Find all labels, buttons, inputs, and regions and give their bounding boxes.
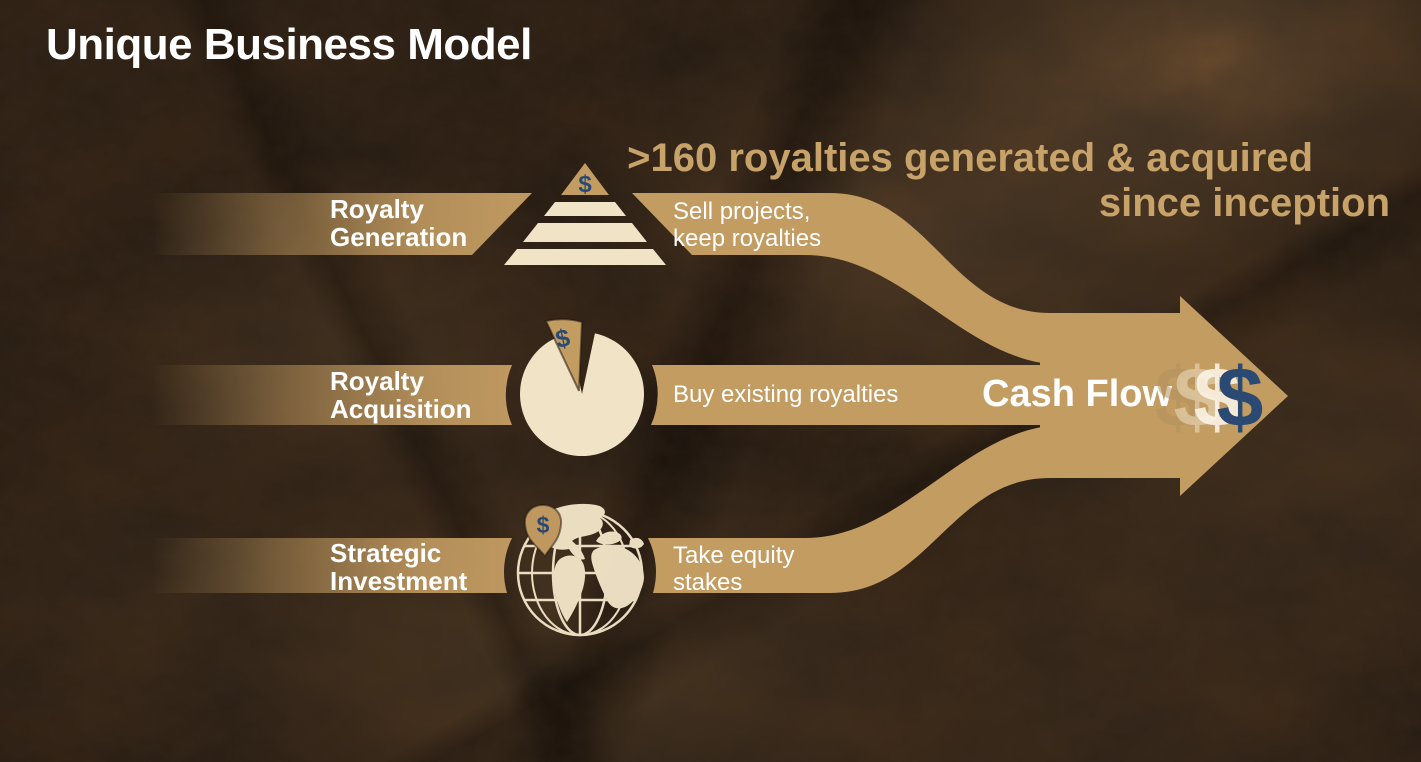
pyramid-dollar-icon: $ bbox=[504, 163, 666, 265]
continent-europe bbox=[596, 531, 622, 545]
description-line: Take equity bbox=[673, 542, 795, 569]
label-line: Strategic bbox=[330, 538, 442, 568]
pie-slice bbox=[544, 318, 584, 392]
dollar-stack-icon: $ bbox=[1216, 350, 1264, 444]
description-line: keep royalties bbox=[673, 225, 822, 252]
band-royalty-generation-label bbox=[155, 193, 532, 255]
continent-africa bbox=[591, 545, 644, 609]
pie-dollar-sign: $ bbox=[553, 324, 573, 354]
continent-asia bbox=[629, 537, 644, 549]
label-line: Royalty bbox=[330, 366, 424, 396]
dollar-stack-ghost-icon: $ bbox=[1154, 350, 1202, 444]
description-line: Buy existing royalties bbox=[673, 381, 899, 408]
label-royalty-generation: Royalty Generation bbox=[330, 195, 467, 251]
cash-flow-arrow bbox=[1040, 296, 1288, 496]
band-royalty-acquisition-label bbox=[155, 365, 512, 425]
globe-pin-dollar-icon: $ bbox=[516, 503, 644, 637]
pie-chart-dollar-icon: $ bbox=[520, 318, 645, 457]
pie-body bbox=[520, 333, 645, 457]
label-royalty-acquisition: Royalty Acquisition bbox=[330, 367, 472, 423]
headline-line1: >160 royalties generated & acquired bbox=[627, 136, 1313, 180]
band-strategic-investment-label bbox=[155, 538, 512, 593]
continent-south-america bbox=[553, 555, 586, 622]
page-title: Unique Business Model bbox=[46, 20, 532, 69]
headline-line2: since inception bbox=[1098, 181, 1390, 225]
pyramid-apex bbox=[561, 163, 609, 195]
label-line: Generation bbox=[330, 222, 468, 252]
pin-dollar-sign: $ bbox=[537, 512, 550, 538]
pyramid-layer-1 bbox=[544, 202, 626, 216]
dollar-stack-ghost-icon: $ bbox=[1193, 350, 1241, 444]
label-strategic-investment: Strategic Investment bbox=[330, 539, 467, 595]
description-strategic-investment: Take equity stakes bbox=[673, 542, 794, 596]
pyramid-dollar-sign: $ bbox=[578, 171, 592, 198]
description-royalty-generation: Sell projects, keep royalties bbox=[673, 198, 821, 252]
pyramid-layer-2 bbox=[523, 223, 647, 242]
map-pin bbox=[523, 503, 563, 558]
label-line: Royalty bbox=[330, 194, 424, 224]
globe-continents bbox=[540, 503, 644, 622]
description-line: Sell projects, bbox=[673, 198, 811, 225]
dollar-stack-ghost-icon: $ bbox=[1173, 350, 1221, 444]
pyramid-layer-3 bbox=[504, 249, 666, 265]
description-royalty-acquisition: Buy existing royalties bbox=[673, 381, 898, 408]
label-line: Acquisition bbox=[330, 394, 472, 424]
cash-flow-label: Cash Flow bbox=[982, 373, 1173, 415]
description-line: stakes bbox=[673, 569, 743, 596]
label-line: Investment bbox=[330, 566, 468, 596]
